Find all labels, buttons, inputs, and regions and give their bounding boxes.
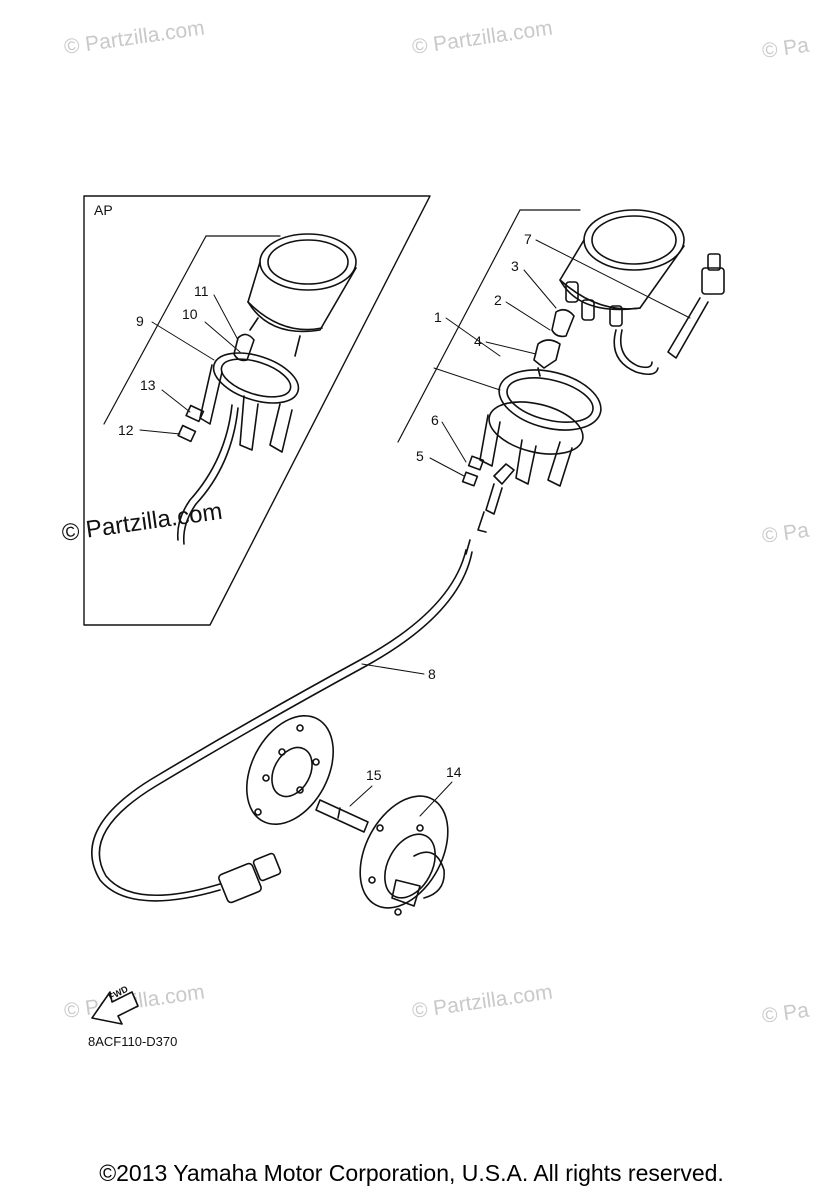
inset-bracket <box>176 352 300 545</box>
callout-3: 3 <box>511 258 519 274</box>
callout-2: 2 <box>494 292 502 308</box>
callout-8: 8 <box>428 666 436 682</box>
callout-11: 11 <box>194 283 209 299</box>
callout-13: 13 <box>140 377 156 393</box>
cable-nut <box>218 852 282 904</box>
inset-label: AP <box>94 202 113 218</box>
callout-4: 4 <box>474 333 482 349</box>
gear-unit <box>359 795 449 916</box>
callout-7: 7 <box>524 231 532 247</box>
fwd-arrow-icon <box>91 991 139 1025</box>
leader-lines <box>139 239 691 817</box>
callout-6: 6 <box>431 412 439 428</box>
callout-12: 12 <box>118 422 134 438</box>
copyright-footer: ©2013 Yamaha Motor Corporation, U.S.A. A… <box>99 1160 724 1186</box>
inset-frame <box>83 195 431 626</box>
callout-1: 1 <box>434 309 442 325</box>
callout-5: 5 <box>416 448 424 464</box>
hub-plate <box>245 714 335 826</box>
gauge-ring <box>479 369 602 487</box>
callout-14: 14 <box>446 764 462 780</box>
callout-10: 10 <box>182 306 198 322</box>
cable-fitting <box>465 463 515 555</box>
callout-9: 9 <box>136 313 144 329</box>
inset-gauge <box>233 233 357 362</box>
speedometer-cable <box>91 549 467 902</box>
drive-shaft <box>315 799 369 833</box>
diagram-code: 8ACF110-D370 <box>88 1034 178 1049</box>
main-gauge <box>551 209 725 376</box>
callout-15: 15 <box>366 767 382 783</box>
